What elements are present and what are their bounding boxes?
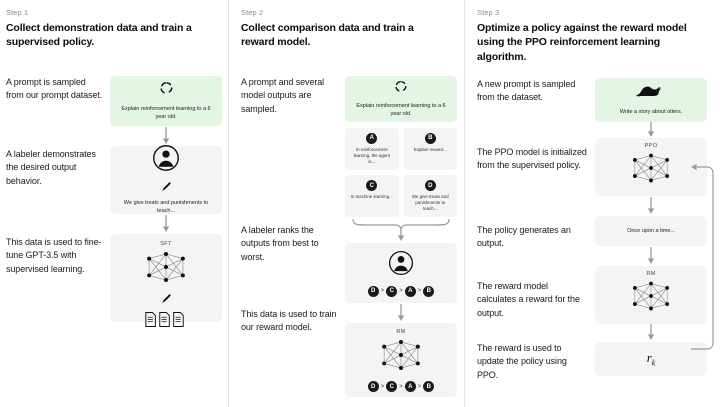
step-3-reward-box: rk [595,341,707,376]
step-1-labeler-text: We give treats and punishments to teach.… [123,199,209,215]
neural-network-icon [629,151,673,190]
rm-rank-badge-1: D [367,381,379,393]
step-2-rm-box: RM [345,323,457,398]
step-3-rm-title: RM [646,270,656,277]
step-1-figures: Explain reinforcement learning to a 6 ye… [110,75,222,327]
step-3-caption-2: The PPO model is initialized from the su… [477,146,587,171]
option-text-a: In reinforcement learning, the agent is.… [353,146,390,164]
step-2-label: Step 2 [241,8,264,17]
step-1-captions: A prompt is sampled from our prompt data… [6,76,110,322]
arrow-down-1 [110,126,222,146]
step-2-prompt-box: Explain reinforcement learning to a 6 ye… [345,75,457,122]
step-1-prompt-box: Explain reinforcement learning to a 6 ye… [110,75,222,126]
step-2-figures: Explain reinforcement learning to a 6 ye… [345,75,457,398]
step-3-ppo-title: PPO [644,142,658,149]
step-2-caption-1: A prompt and several model outputs are s… [241,76,325,114]
step-1-title: Collect demonstration data and train a s… [6,22,192,49]
option-card-a: A In reinforcement learning, the agent i… [345,127,399,170]
step-2-ranking-box: D > C > A > B [345,243,457,304]
arrow-down-3 [345,303,457,323]
step-3-captions: A new prompt is sampled from the dataset… [477,78,595,383]
step-2-prompt-text: Explain reinforcement learning to a 6 ye… [356,102,446,118]
step-2-column: Step 2 Collect comparison data and train… [228,0,464,407]
arrow-down-6 [595,246,707,266]
rank-badge-2: C [386,285,398,297]
step-1-caption-1: A prompt is sampled from our prompt data… [6,76,103,101]
step-1-caption-3: This data is used to fine-tune GPT-3.5 w… [6,236,102,274]
pencil-icon [161,179,172,197]
step-3-title: Optimize a policy against the reward mod… [477,22,687,63]
arrow-down-7 [595,323,707,342]
step-2-options-grid: A In reinforcement learning, the agent i… [345,127,457,218]
step-3-label: Step 3 [477,8,500,17]
ranking-order: D > C > A > B [367,285,435,297]
brace-and-arrow [345,217,457,243]
option-card-d: D We give treats and punishments to teac… [403,175,457,218]
option-text-b: Explain reward... [413,146,447,152]
otter-icon [636,84,666,103]
option-badge-b: B [424,132,436,144]
documents-icon [144,311,188,333]
rm-ranking-order: D > C > A > B [367,381,435,393]
neural-network-icon [629,279,673,318]
option-text-c: In machine learning... [350,194,393,199]
arrow-down-5 [595,196,707,216]
step-3-caption-4: The reward model calculates a reward for… [477,280,580,319]
reward-symbol: rk [646,350,656,368]
step-3-caption-1: A new prompt is sampled from the dataset… [477,78,576,103]
rank-badge-3: A [404,285,416,297]
rank-separator-3: > [417,288,422,295]
step-1-sft-title: SFT [160,240,172,247]
step-2-rm-title: RM [396,329,406,336]
recycle-icon [159,80,174,100]
arrow-down-4 [595,121,707,138]
rm-rank-separator-2: > [399,383,403,390]
step-3-figures: Write a story about otters. PPO [595,77,707,383]
neural-network-icon [378,337,424,378]
arrow-down-2 [110,214,222,234]
step-3-column: Step 3 Optimize a policy against the rew… [464,0,720,407]
step-3-output-text: Once upon a time... [627,227,675,234]
person-icon [388,250,414,281]
step-2-caption-2: A labeler ranks the outputs from best to… [241,224,319,262]
option-card-b: B Explain reward... [403,127,457,170]
step-3-rm-box: RM [595,265,707,324]
neural-network-icon [143,249,189,290]
step-3-caption-5: The reward is used to update the policy … [477,342,567,381]
person-icon [152,144,180,177]
option-badge-d: D [424,180,436,191]
step-3-prompt-text: Write a story about otters. [619,108,683,115]
step-1-label: Step 1 [6,8,29,17]
step-1-caption-2: A labeler demonstrates the desired outpu… [6,148,96,186]
rank-separator-1: > [380,288,385,295]
rm-rank-badge-3: A [404,381,416,393]
rm-rank-badge-4: B [423,381,435,393]
step-1-prompt-text: Explain reinforcement learning to a 6 ye… [121,105,211,121]
step-3-ppo-box: PPO [595,137,707,196]
step-2-title: Collect comparison data and train a rewa… [241,22,414,49]
option-card-c: C In machine learning... [345,175,399,218]
step-2-captions: A prompt and several model outputs are s… [241,76,345,398]
option-badge-a: A [366,132,378,144]
step-3-output-box: Once upon a time... [595,215,707,246]
step-2-caption-3: This data is used to train our reward mo… [241,308,337,333]
pencil-icon [161,291,172,309]
rank-badge-1: D [367,285,379,297]
option-text-d: We give treats and punishments to teach.… [411,194,449,212]
step-1-sft-box: SFT [110,233,222,327]
option-badge-c: C [366,180,378,191]
rank-separator-2: > [399,288,403,295]
step-3-prompt-box: Write a story about otters. [595,77,707,122]
rm-rank-badge-2: C [386,381,398,393]
feedback-loop-arrow [687,152,717,367]
step-1-column: Step 1 Collect demonstration data and tr… [0,0,228,407]
rm-rank-separator-3: > [417,383,422,390]
step-1-labeler-box: We give treats and punishments to teach.… [110,144,222,215]
rm-rank-separator-1: > [380,383,385,390]
step-3-caption-3: The policy generates an output. [477,224,571,249]
rank-badge-4: B [423,285,435,297]
recycle-icon [394,79,408,98]
